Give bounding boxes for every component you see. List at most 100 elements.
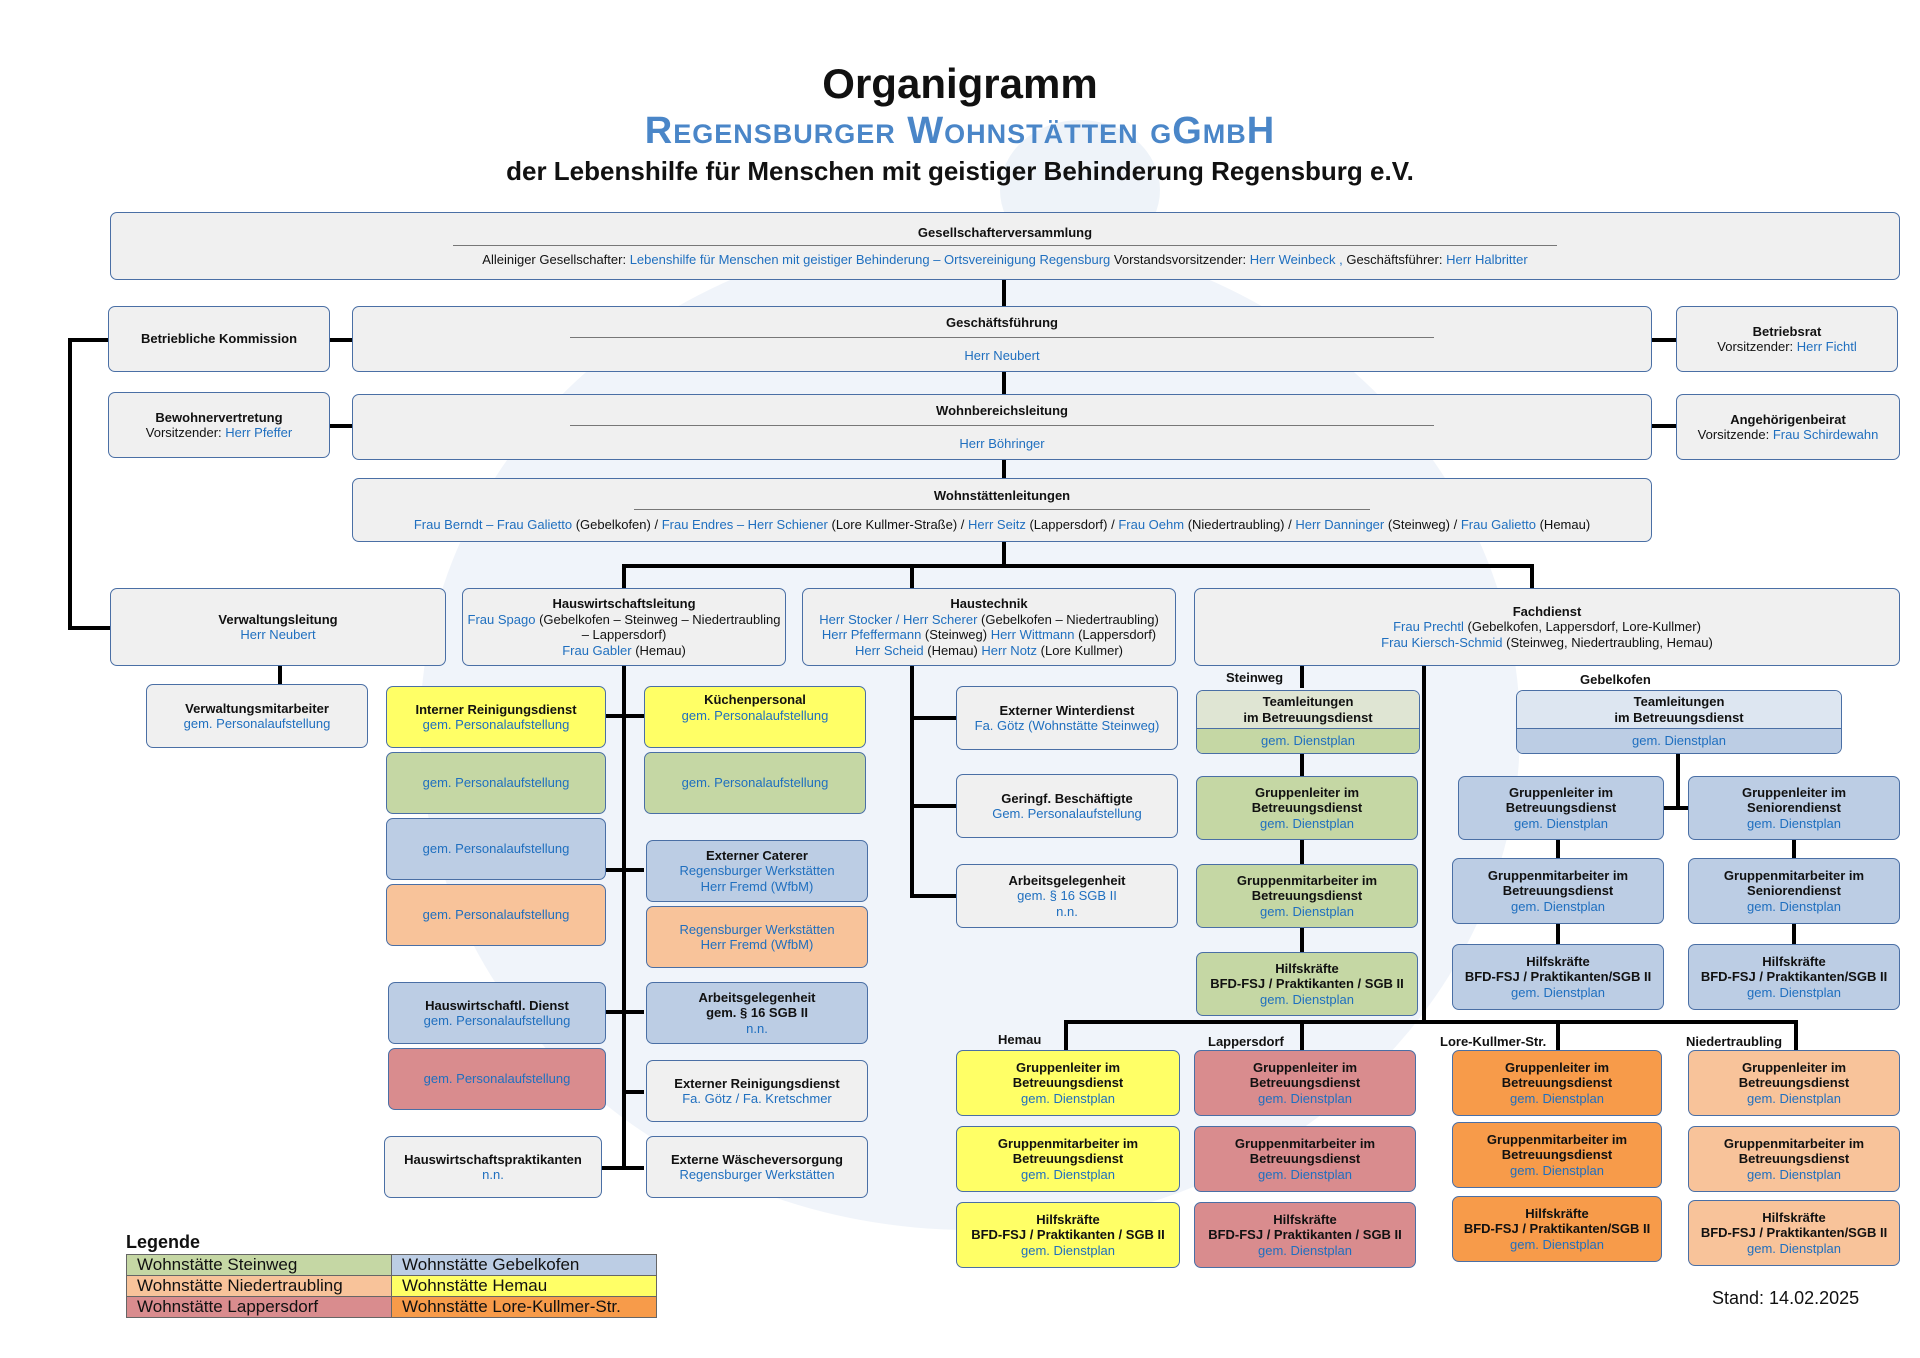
- connector: [910, 716, 956, 720]
- divider: [569, 337, 1435, 338]
- leitung-line: Frau Kiersch-Schmid (Steinweg, Niedertra…: [1199, 635, 1895, 651]
- legend-title: Legende: [126, 1232, 201, 1252]
- leitung-line: Frau Spago (Gebelkofen – Steinweg – Nied…: [467, 612, 781, 643]
- box-title: im Betreuungsdienst: [1614, 709, 1744, 725]
- box-title: Betreuungsdienst: [1738, 1075, 1850, 1091]
- box-title: Hilfskräfte: [1036, 1211, 1100, 1227]
- connector: [606, 868, 644, 872]
- person-name: Herr Scheid: [854, 642, 924, 658]
- box-title: Betreuungsdienst: [1502, 883, 1614, 899]
- box-title: Betreuungsdienst: [1738, 1151, 1850, 1167]
- reinigung-steinweg-box: gem. Personalaufstellung: [386, 752, 606, 814]
- box-title: Gruppenmitarbeiter im: [1486, 1131, 1628, 1147]
- person-name: Frau Endres – Herr Schiener: [661, 516, 828, 532]
- box-title: Gruppenmitarbeiter im: [1723, 867, 1865, 883]
- gruppenmitarbeiter-steinweg-box: Gruppenmitarbeiter im Betreuungsdienst g…: [1196, 864, 1418, 928]
- externer-caterer-box: Externer Caterer Regensburger Werkstätte…: [646, 840, 868, 902]
- box-title: BFD-FSJ / Praktikanten/SGB II: [1463, 1221, 1651, 1237]
- gruppenmitarbeiter-gebelkofen-box: Gruppenmitarbeiter im Betreuungsdienst g…: [1452, 858, 1664, 924]
- connector: [1676, 752, 1680, 810]
- teamleitung-header: Teamleitungen im Betreuungsdienst: [1197, 691, 1419, 729]
- hilfskraefte-lore-kullmer-box: Hilfskräfte BFD-FSJ / Praktikanten/SGB I…: [1452, 1196, 1662, 1262]
- box-title: Hilfskräfte: [1526, 953, 1590, 969]
- person-name: Herr Neubert: [964, 348, 1040, 363]
- box-sub: gem. Dienstplan: [1258, 1090, 1352, 1106]
- teamleitung-header: Teamleitungen im Betreuungsdienst: [1517, 691, 1841, 729]
- box-sub: gem. Dienstplan: [1510, 1090, 1604, 1106]
- angehoerigenbeirat-box: Angehörigenbeirat Vorsitzende: Frau Schi…: [1676, 394, 1900, 460]
- person-name: Frau Kiersch-Schmid: [1381, 634, 1503, 650]
- connector: [278, 666, 282, 684]
- connector: [1792, 924, 1796, 944]
- box-title: Betreuungsdienst: [1249, 1151, 1361, 1167]
- box-sub: gem. § 16 SGB II: [1017, 888, 1117, 904]
- kueche-steinweg-box: gem. Personalaufstellung: [644, 752, 866, 814]
- box-title: Betreuungsdienst: [1501, 1147, 1613, 1163]
- connector: [1422, 666, 1426, 1024]
- gruppenmitarbeiter-hemau-box: Gruppenmitarbeiter im Betreuungsdienst g…: [956, 1126, 1180, 1192]
- hilfskraefte-gebelkofen-box: Hilfskräfte BFD-FSJ / Praktikanten/SGB I…: [1452, 944, 1664, 1010]
- box-sub: Gem. Personalaufstellung: [992, 806, 1142, 821]
- location: (Lappersdorf) /: [1025, 516, 1119, 532]
- person-name: Herr Stocker / Herr Scherer: [819, 611, 978, 627]
- box-title: Arbeitsgelegenheit: [698, 989, 816, 1005]
- connector: [1002, 540, 1006, 566]
- person-name: Frau Schirdewahn: [1772, 427, 1879, 442]
- box-sub: gem. Dienstplan: [1747, 898, 1841, 914]
- box-sub: gem. Dienstplan: [1747, 1240, 1841, 1256]
- hauswirtschaftl-dienst-box: Hauswirtschaftl. Dienst gem. Personalauf…: [388, 982, 606, 1044]
- hilfskraefte-niedertraubling-box: Hilfskräfte BFD-FSJ / Praktikanten/SGB I…: [1688, 1200, 1900, 1266]
- label: Alleiniger Gesellschafter:: [482, 252, 627, 267]
- box-title: Hauswirtschaftspraktikanten: [404, 1151, 582, 1167]
- box-title: Verwaltungsmitarbeiter: [185, 700, 329, 716]
- connector: [68, 338, 72, 628]
- box-title: Hilfskräfte: [1275, 960, 1339, 976]
- group-label-hemau: Hemau: [998, 1032, 1042, 1047]
- haustechnik-box: Haustechnik Herr Stocker / Herr Scherer …: [802, 588, 1176, 666]
- box-sub: gem. Dienstplan: [1021, 1166, 1115, 1182]
- stand-date: Stand: 14.02.2025: [1712, 1288, 1860, 1308]
- gruppenmitarbeiter-niedertraubling-box: Gruppenmitarbeiter im Betreuungsdienst g…: [1688, 1126, 1900, 1192]
- box-title: Gruppenmitarbeiter im: [997, 1135, 1139, 1151]
- box-title: Seniorendienst: [1747, 800, 1841, 816]
- vorstand-name: Herr Weinbeck ,: [1249, 252, 1343, 267]
- box-sub: Fa. Götz / Fa. Kretschmer: [682, 1091, 832, 1106]
- leitung-line: Frau Gabler (Hemau): [467, 643, 781, 659]
- box-sub: gem. Personalaufstellung: [423, 1013, 571, 1028]
- person-name: Herr Pfeffer: [225, 425, 293, 440]
- connector: [1792, 840, 1796, 858]
- box-title: Externer Winterdienst: [999, 702, 1135, 718]
- connector: [1300, 666, 1304, 688]
- box-sub: gem. Personalaufstellung: [422, 841, 570, 857]
- interner-reinigungsdienst-box: Interner Reinigungsdienst gem. Personala…: [386, 686, 606, 748]
- connector: [1652, 338, 1676, 342]
- connector: [1300, 1020, 1304, 1050]
- vorsitz-line: Vorsitzender: Herr Pfeffer: [113, 425, 325, 441]
- legend-item: Wohnstätte Lore-Kullmer-Str.: [391, 1296, 657, 1318]
- box-title: Wohnstättenleitungen: [933, 488, 1071, 503]
- location: (Gebelkofen, Lappersdorf, Lore-Kullmer): [1463, 619, 1701, 635]
- box-title: Geringf. Beschäftigte: [1001, 790, 1133, 806]
- divider: [453, 245, 1557, 246]
- connector: [330, 338, 352, 342]
- box-title: Interner Reinigungsdienst: [415, 701, 577, 717]
- box-title: Betreuungsdienst: [1251, 888, 1363, 904]
- box-title: Betreuungsdienst: [1505, 800, 1617, 816]
- location: (Lore Kullmer-Straße) /: [827, 516, 969, 532]
- gesellschafter-name: Lebenshilfe für Menschen mit geistiger B…: [629, 252, 1111, 267]
- box-title: Gruppenleiter im: [1508, 784, 1614, 800]
- box-sub: gem. Dienstplan: [1747, 1166, 1841, 1182]
- box-title: Betreuungsdienst: [1012, 1075, 1124, 1091]
- person-name: Herr Neubert: [240, 627, 316, 642]
- box-sub: gem. Dienstplan: [1021, 1242, 1115, 1258]
- connector: [606, 1010, 644, 1014]
- leitung-line: Herr Pfeffermann (Steinweg) Herr Wittman…: [807, 627, 1171, 643]
- connector: [910, 564, 914, 592]
- box-sub: gem. Dienstplan: [1510, 1236, 1604, 1252]
- box-sub: Regensburger Werkstätten: [679, 921, 835, 937]
- hilfskraefte-senioren-box: Hilfskräfte BFD-FSJ / Praktikanten/SGB I…: [1688, 944, 1900, 1010]
- betriebliche-kommission-box: Betriebliche Kommission: [108, 306, 330, 372]
- connector: [622, 564, 626, 592]
- box-sub: gem. Personalaufstellung: [681, 707, 829, 723]
- box-title: BFD-FSJ / Praktikanten / SGB II: [971, 1227, 1165, 1243]
